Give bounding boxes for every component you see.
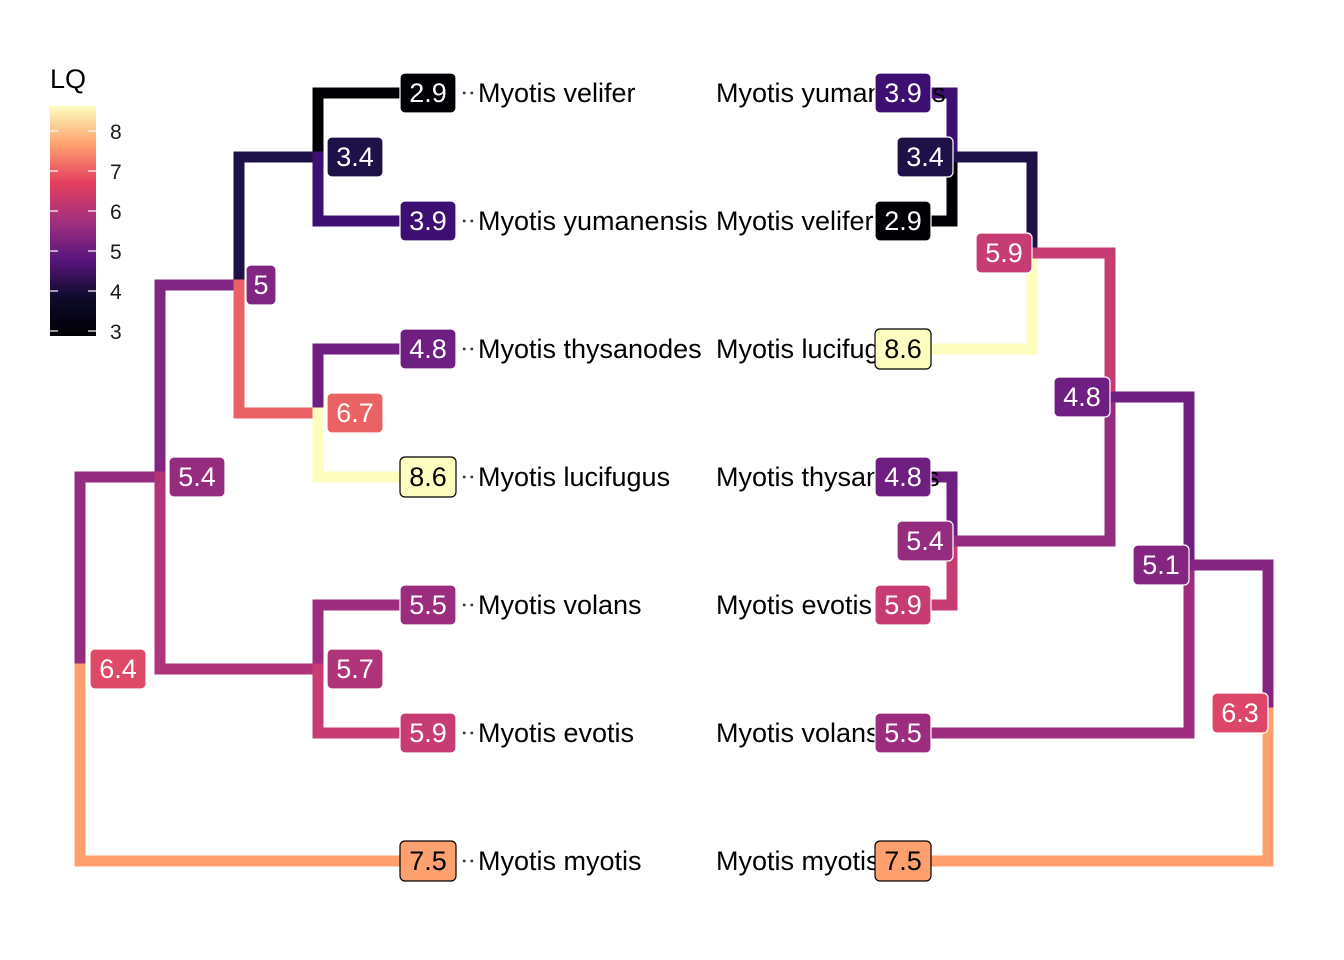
right-node-value: 3.4 [906,142,944,172]
right-tip-value-box [874,584,932,626]
left-node-value: 5 [253,270,268,300]
right-node-value-box [975,232,1033,274]
left-tip-value: 3.9 [409,206,447,236]
right-tip-value: 2.9 [884,206,922,236]
legend-tick-label: 3 [110,321,122,344]
left-tip-name: Myotis evotis [478,718,634,748]
right-node-value: 5.4 [906,526,944,556]
legend-tick-label: 6 [110,201,122,224]
left-node-value: 6.4 [99,654,137,684]
left-tree-value-labels: 2.9 3.9 4.8 8.6 5.5 5.9 7.5 3.4 5 6.7 5.4 5.7 6.4 [89,72,457,882]
right-node-value: 6.3 [1221,698,1259,728]
right-tip-value-box [874,200,932,242]
left-tip-value-box [399,840,457,882]
left-node-value-box [326,648,384,690]
left-tree-dotted-leaders [463,91,478,863]
right-node-value-box [1211,692,1269,734]
left-node-value-box [245,264,277,306]
left-tip-name: Myotis volans [478,590,642,620]
right-node-value: 5.1 [1142,550,1180,580]
left-tip-name: Myotis thysanodes [478,334,702,364]
left-node-value-box [326,392,384,434]
left-tip-value-box [399,200,457,242]
legend-ticks: 8 7 6 5 4 3 [50,121,122,344]
right-tip-name: Myotis evotis [716,590,872,620]
left-node-value: 5.7 [336,654,374,684]
left-node-value-box [89,648,147,690]
right-tip-value: 5.9 [884,590,922,620]
right-tip-value: 4.8 [884,462,922,492]
left-tip-value-box [399,456,457,498]
right-tree-value-labels: 3.9 2.9 8.6 4.8 5.9 5.5 7.5 3.4 5.9 4.8 5.4 5.1 6.3 [874,72,1269,882]
right-tip-value-box [874,456,932,498]
left-tip-value: 7.5 [409,846,447,876]
right-tip-value: 7.5 [884,846,922,876]
color-legend: LQ 8 7 6 5 4 3 [50,64,122,344]
right-tip-value: 3.9 [884,78,922,108]
left-tip-name: Myotis myotis [478,846,642,876]
right-tip-value-box [874,712,932,754]
right-tip-name: Myotis volans [716,718,880,748]
legend-colorbar [50,106,96,336]
right-tip-name: Myotis myotis [716,846,880,876]
left-tip-value-box [399,328,457,370]
left-node-value: 5.4 [178,462,216,492]
legend-title: LQ [50,64,86,94]
left-tree-edges [74,87,434,867]
right-tip-value-box [874,840,932,882]
right-tip-value-box [874,328,932,370]
legend-tick-label: 8 [110,121,122,144]
left-node-value-box [168,456,226,498]
right-tip-name: Myotis velifer [716,206,874,236]
legend-tick-label: 4 [110,281,122,304]
left-tip-value-box [399,72,457,114]
left-tip-value-box [399,712,457,754]
left-node-value: 3.4 [336,142,374,172]
left-node-value: 6.7 [336,398,374,428]
right-node-value-box [1132,544,1190,586]
right-node-value-box [896,136,954,178]
right-tip-value: 5.5 [884,718,922,748]
right-tip-value-box [874,72,932,114]
left-tip-value-box [399,584,457,626]
left-tip-name: Myotis yumanensis [478,206,708,236]
left-tip-value: 5.5 [409,590,447,620]
right-tip-value: 8.6 [884,334,922,364]
right-node-value-box [896,520,954,562]
left-node-value-box [326,136,384,178]
right-node-value: 4.8 [1063,382,1101,412]
left-tip-value: 8.6 [409,462,447,492]
legend-tick-label: 7 [110,161,122,184]
left-tip-name: Myotis lucifugus [478,462,670,492]
left-tip-value: 2.9 [409,78,447,108]
left-tip-name: Myotis velifer [478,78,636,108]
left-tip-value: 5.9 [409,718,447,748]
right-node-value: 5.9 [985,238,1023,268]
right-node-value-box [1053,376,1111,418]
left-tip-value: 4.8 [409,334,447,364]
legend-tick-label: 5 [110,241,122,264]
right-tree-edges [897,87,1274,867]
